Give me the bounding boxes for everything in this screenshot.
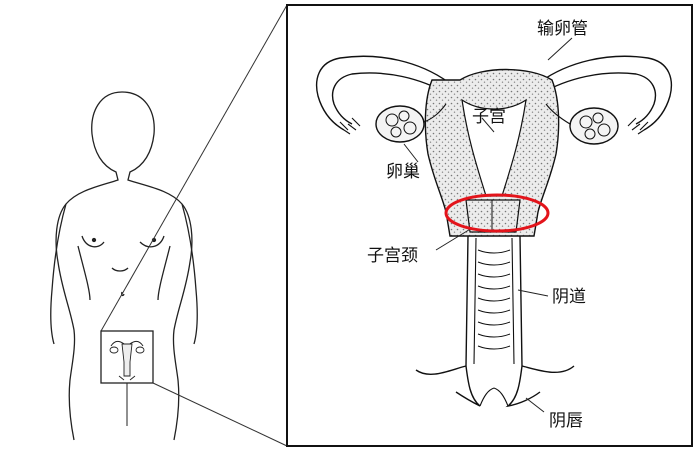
label-labia: 阴唇 — [549, 411, 583, 431]
body-silhouette — [51, 92, 198, 440]
small-inset-box — [101, 331, 153, 426]
label-vagina: 阴道 — [552, 287, 586, 307]
label-cervix: 子宫颈 — [367, 246, 418, 266]
label-ovary: 卵巢 — [386, 162, 420, 182]
label-fallopian-tube: 输卵管 — [537, 19, 588, 39]
label-uterus: 子宫 — [472, 107, 506, 127]
